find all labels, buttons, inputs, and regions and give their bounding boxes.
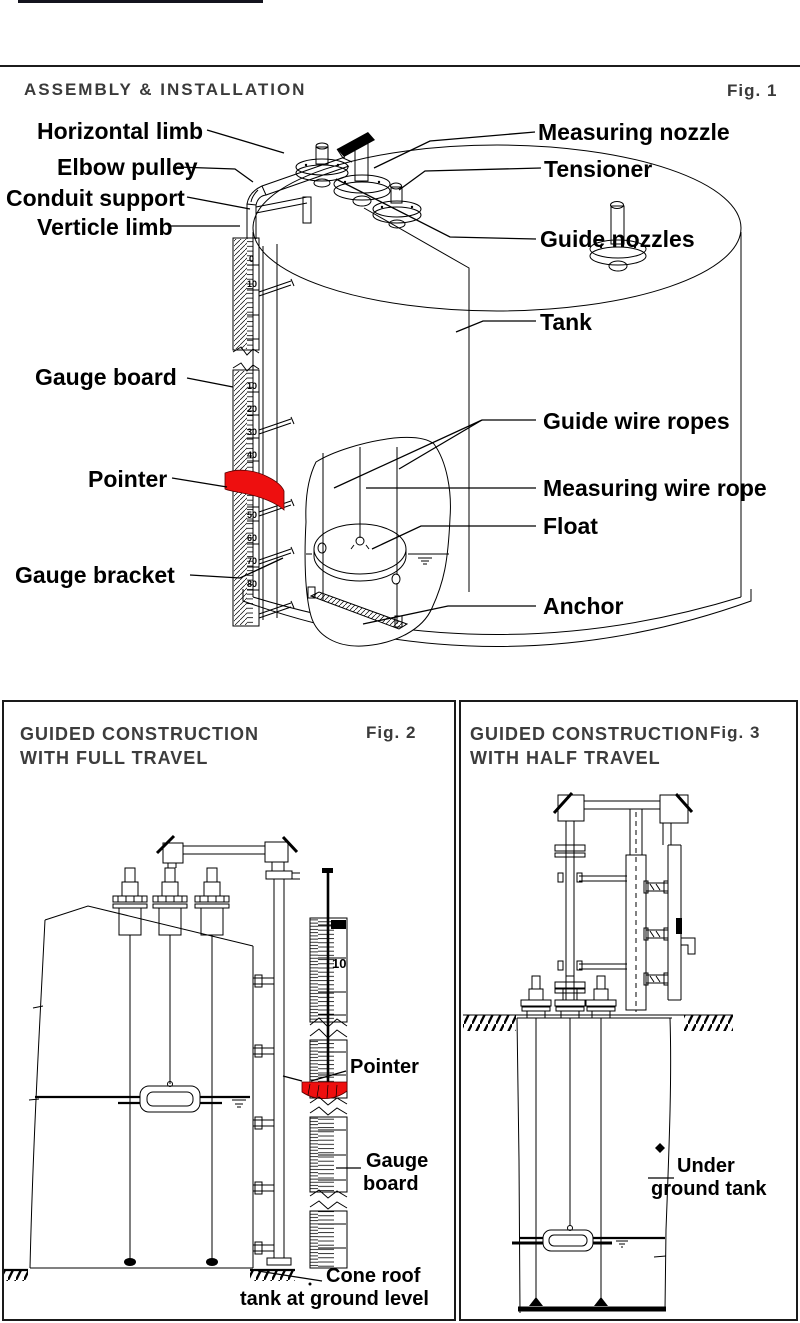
fig2-label-gauge-line1: Gauge <box>366 1150 429 1172</box>
label-float: Float <box>543 513 598 539</box>
svg-text:80: 80 <box>247 579 257 589</box>
top-edge-bar <box>18 0 263 3</box>
svg-text:10: 10 <box>247 381 257 391</box>
fig3-caption: Fig. 3 <box>710 723 761 742</box>
anchor-bar <box>307 586 409 630</box>
svg-text:40: 40 <box>247 450 257 460</box>
svg-text:50: 50 <box>247 510 257 520</box>
label-guide-nozzles: Guide nozzles <box>540 226 695 252</box>
label-tank: Tank <box>540 309 592 335</box>
label-anchor: Anchor <box>543 593 624 619</box>
liquid-level <box>306 553 449 565</box>
label-guide-wire-ropes: Guide wire ropes <box>543 408 730 434</box>
svg-text:60: 60 <box>247 533 257 543</box>
measuring-nozzle <box>333 142 391 207</box>
fig2-panel <box>2 700 456 1321</box>
pointer-marker <box>224 469 285 511</box>
fig3-label-underground-line2: ground tank <box>651 1178 767 1200</box>
svg-text:20: 20 <box>247 404 257 414</box>
svg-text:70: 70 <box>247 556 257 566</box>
fig3-label-underground-line1: Under <box>677 1155 735 1177</box>
conduit-support <box>255 196 312 224</box>
fig2-caption: Fig. 2 <box>366 723 417 742</box>
elbow-pulley <box>246 185 267 206</box>
horizontal-limb <box>261 132 375 196</box>
fig1-drawing: 0 10 10 20 30 40 50 <box>170 129 752 647</box>
svg-text:30: 30 <box>247 427 257 437</box>
label-measuring-nozzle: Measuring nozzle <box>538 119 730 145</box>
fig1-leaders <box>170 129 542 625</box>
fig2-label-pointer: Pointer <box>350 1056 419 1078</box>
label-measuring-wire-rope: Measuring wire rope <box>543 475 767 501</box>
fig3-title-line2: WITH HALF TRAVEL <box>470 748 661 768</box>
tank <box>242 144 752 647</box>
label-gauge-bracket: Gauge bracket <box>15 562 175 588</box>
label-tensioner: Tensioner <box>544 156 653 182</box>
fig2-title-line2: WITH FULL TRAVEL <box>20 748 209 768</box>
fig2-title-line1: GUIDED CONSTRUCTION <box>20 724 259 744</box>
label-horizontal-limb: Horizontal limb <box>37 118 204 144</box>
verticle-limb <box>246 204 257 239</box>
fig3-title-line1: GUIDED CONSTRUCTION <box>470 724 709 744</box>
fig2-label-gauge-line2: board <box>363 1173 419 1195</box>
label-pointer: Pointer <box>88 466 168 492</box>
float <box>313 523 407 585</box>
gauge-board: 0 10 10 20 30 40 50 <box>232 237 278 627</box>
fig1-caption: Fig. 1 <box>727 81 778 100</box>
svg-text:0: 0 <box>249 254 254 264</box>
header-divider <box>0 65 800 67</box>
fig2-caption-line1: Cone roof <box>326 1265 421 1287</box>
svg-text:10: 10 <box>247 279 257 289</box>
tensioner <box>372 182 422 229</box>
fig3-panel <box>459 700 798 1321</box>
tank-cutaway <box>304 436 451 647</box>
label-elbow-pulley: Elbow pulley <box>57 154 198 180</box>
label-gauge-board: Gauge board <box>35 364 177 390</box>
label-conduit-support: Conduit support <box>6 185 185 211</box>
page-title: ASSEMBLY & INSTALLATION <box>24 80 307 99</box>
guide-nozzle-left <box>295 142 349 188</box>
label-verticle-limb: Verticle limb <box>37 214 173 240</box>
gauge-brackets <box>258 278 295 619</box>
fig2-caption-line2: tank at ground level <box>240 1288 429 1310</box>
